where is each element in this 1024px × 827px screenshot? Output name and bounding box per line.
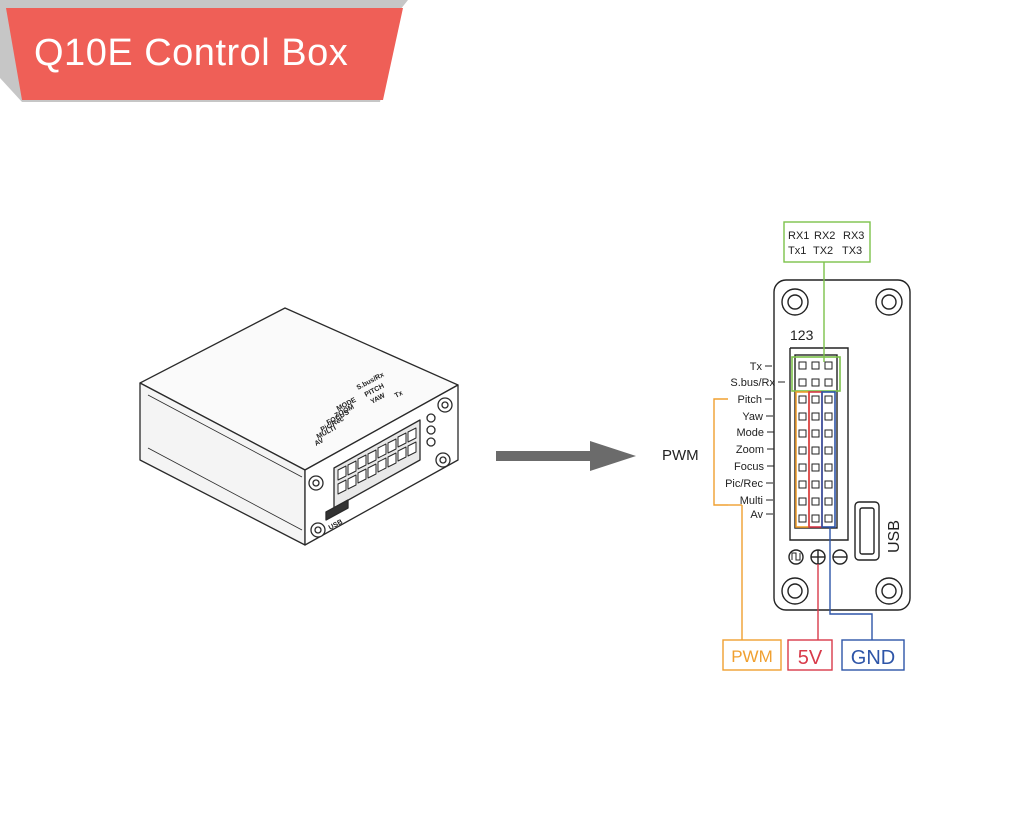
serial-row-highlight	[791, 356, 841, 392]
bottom-legend: PWM 5V GND	[722, 639, 905, 671]
pin-label-sbus-rx: S.bus/Rx	[730, 377, 775, 389]
panel-usb-label: USB	[886, 520, 903, 553]
serial-label: TX3	[842, 245, 862, 257]
column-numbers: 123	[790, 327, 814, 343]
serial-label: RX1	[788, 230, 809, 242]
pin-label-pitch: Pitch	[738, 394, 762, 406]
gnd-legend-label: GND	[851, 647, 895, 669]
arrow-icon	[496, 441, 636, 471]
pin-label-mode: Mode	[736, 427, 764, 439]
device-label: Tx	[394, 390, 405, 400]
title-banner	[0, 0, 408, 102]
pin-labels: Tx S.bus/Rx Pitch Yaw Mode Zoom Focus Pi…	[725, 361, 775, 521]
pin-label-pic-rec: Pic/Rec	[725, 478, 763, 490]
serial-label: RX2	[814, 230, 835, 242]
5v-legend-label: 5V	[798, 647, 823, 669]
pin-label-yaw: Yaw	[742, 411, 763, 423]
serial-label: TX2	[813, 245, 833, 257]
serial-label: Tx1	[788, 245, 806, 257]
pin-label-tx: Tx	[750, 361, 763, 373]
column-highlights	[791, 356, 841, 528]
pin-label-av: Av	[750, 509, 763, 521]
serial-label: RX3	[843, 230, 864, 242]
device-label: AV	[314, 437, 326, 448]
pin-label-focus: Focus	[734, 461, 764, 473]
pin-ticks	[765, 365, 785, 515]
pin-label-zoom: Zoom	[736, 444, 764, 456]
banner-background	[6, 8, 403, 100]
pin-grid	[798, 361, 833, 523]
pwm-group-label: PWM	[662, 447, 699, 464]
ground-column-highlight	[821, 391, 836, 528]
serial-header-box	[783, 221, 871, 263]
gnd-legend-box	[841, 639, 905, 671]
control-box-device	[139, 307, 459, 546]
pwm-legend-box	[722, 639, 782, 671]
pin-label-multi: Multi	[740, 495, 763, 507]
5v-legend-box	[787, 639, 833, 671]
leader-lines	[713, 262, 873, 640]
page-title: Q10E Control Box	[34, 32, 349, 74]
serial-header-labels: RX1 RX2 RX3 Tx1 TX2 TX3	[788, 230, 864, 257]
pwm-legend-label: PWM	[731, 647, 773, 666]
